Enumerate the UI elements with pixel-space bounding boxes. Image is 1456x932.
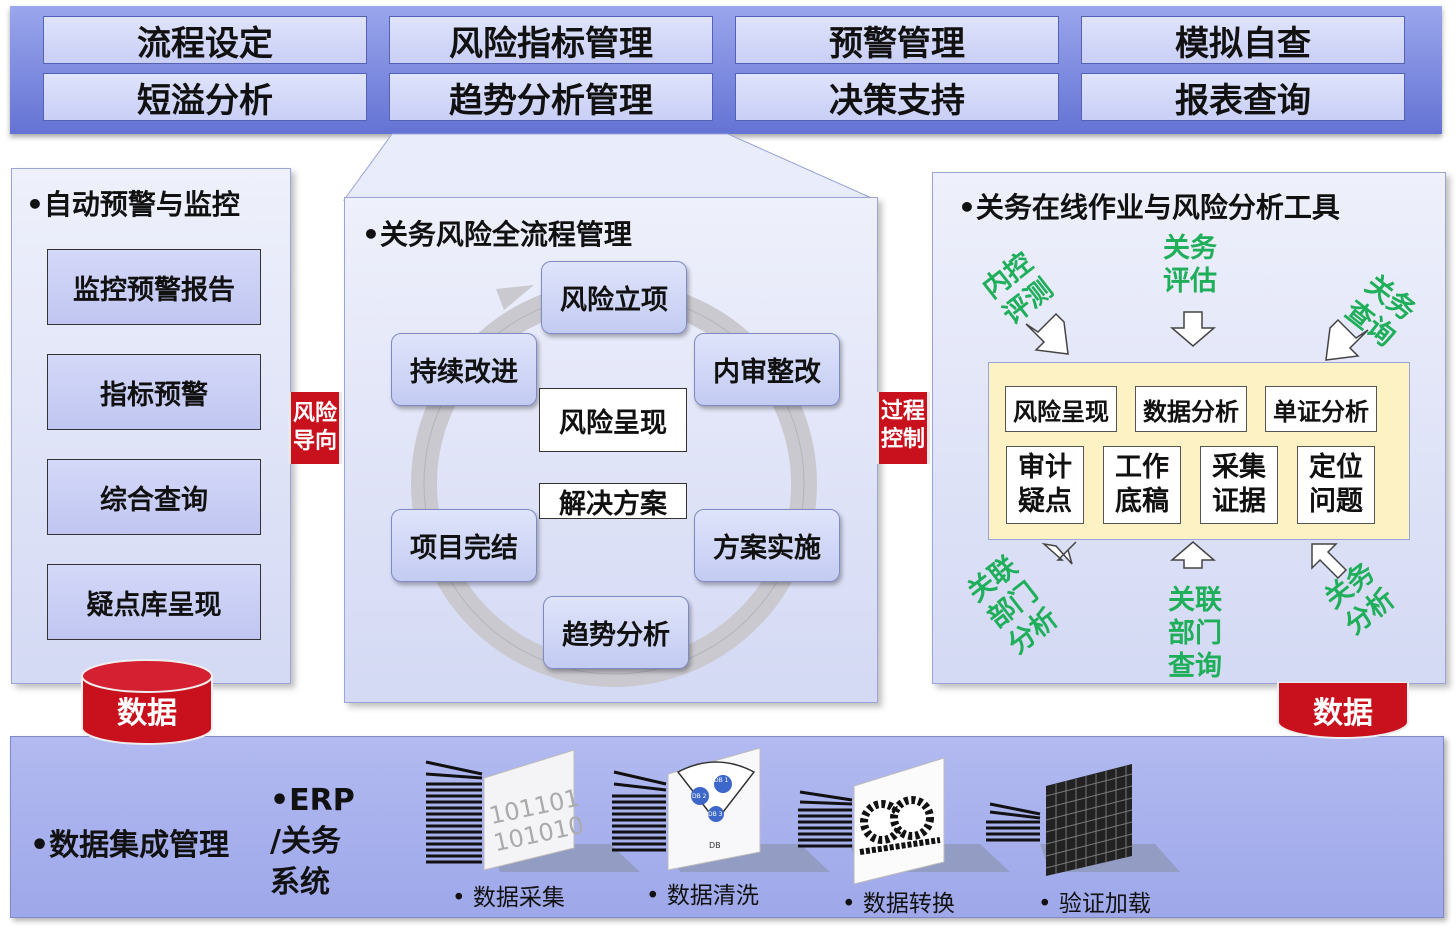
step-data-transformation: • 数据转换 (842, 891, 955, 917)
tool-locate-problem-l2: 问题 (1309, 486, 1363, 517)
arrow-customs-assessment (1169, 311, 1217, 347)
label-related-query-l1: 关联 (1168, 585, 1222, 616)
left-panel-title: •自动预警与监控 (26, 188, 240, 221)
connector-left-line1: 风险 (292, 401, 337, 426)
transform-lines (798, 790, 853, 848)
tool-document-analysis[interactable]: 单证分析 (1265, 386, 1377, 432)
cycle-continuous-improvement[interactable]: 持续改进 (391, 333, 537, 406)
tool-audit-doubt-l1: 审计 (1018, 452, 1072, 483)
arrow-internal-control (1025, 312, 1069, 355)
process-control-connector: 过程 控制 (876, 392, 930, 464)
arrow-customs-query (1325, 318, 1369, 361)
tool-collect-evidence[interactable]: 采集证据 (1200, 446, 1278, 524)
arrow-related-query (1169, 541, 1217, 569)
label-customs-assessment-l1: 关务 (1163, 233, 1217, 264)
menu-process-setting[interactable]: 流程设定 (43, 16, 367, 64)
step-verify-load-label: 验证加载 (1058, 891, 1151, 917)
tool-data-analysis[interactable]: 数据分析 (1135, 386, 1247, 432)
connector-right-line1: 过程 (880, 399, 925, 424)
menu-risk-indicator[interactable]: 风险指标管理 (389, 16, 713, 64)
risk-oriented-connector: 风险 导向 (288, 392, 342, 464)
step-verify-load: • 验证加载 (1038, 891, 1151, 917)
erp-line1: •ERP (270, 783, 355, 818)
monitor-report-box[interactable]: 监控预警报告 (47, 249, 261, 325)
cycle-trend-analysis[interactable]: 趋势分析 (543, 596, 689, 669)
data-integration-title: •数据集成管理 (30, 828, 230, 863)
etl-pipeline: 101101 101010 DB 1 DB 2 DB 3 DB (425, 747, 1180, 885)
step-data-transformation-label: 数据转换 (862, 891, 955, 917)
db3-label: DB 3 (708, 811, 723, 818)
gear-icon-2 (890, 796, 934, 840)
menu-early-warning[interactable]: 预警管理 (735, 16, 1059, 64)
tool-collect-evidence-l2: 证据 (1212, 486, 1266, 517)
erp-system-label: •ERP /关务 系统 (270, 780, 355, 903)
tool-audit-doubt[interactable]: 审计疑点 (1006, 446, 1084, 524)
step-data-collection-label: 数据采集 (472, 885, 565, 911)
tool-arrows (1025, 311, 1369, 580)
risk-presentation-box[interactable]: 风险呈现 (539, 388, 687, 452)
tool-risk-presentation[interactable]: 风险呈现 (1005, 386, 1117, 432)
center-panel-title: •关务风险全流程管理 (362, 218, 632, 251)
erp-line3: 系统 (270, 865, 330, 900)
menu-self-inspection[interactable]: 模拟自查 (1081, 16, 1405, 64)
tool-locate-problem-l1: 定位 (1309, 452, 1363, 483)
data-cylinder-right (1277, 682, 1409, 739)
menu-decision-support[interactable]: 决策支持 (735, 73, 1059, 121)
cycle-risk-initiation[interactable]: 风险立项 (541, 261, 687, 334)
step-data-cleaning: • 数据清洗 (646, 883, 759, 909)
tool-audit-doubt-l2: 疑点 (1018, 486, 1072, 517)
data-cylinder-left (81, 659, 213, 745)
step-data-cleaning-label: 数据清洗 (666, 883, 759, 909)
cycle-project-closure[interactable]: 项目完结 (391, 509, 537, 582)
menu-report-query[interactable]: 报表查询 (1081, 73, 1405, 121)
clean-lines (612, 770, 667, 852)
menu-shortage-overflow[interactable]: 短溢分析 (43, 73, 367, 121)
indicator-warning-box[interactable]: 指标预警 (47, 354, 261, 430)
db-label: DB (709, 841, 721, 850)
tool-work-paper-l1: 工作 (1115, 452, 1169, 483)
connector-left-line2: 导向 (292, 429, 337, 454)
data-cylinder-right-label: 数据 (1313, 696, 1373, 731)
label-customs-assessment-l2: 评估 (1163, 266, 1217, 297)
tool-work-paper[interactable]: 工作底稿 (1103, 446, 1181, 524)
label-related-query: 关联 部门 查询 (1155, 584, 1235, 683)
binary-page (483, 749, 575, 871)
erp-line2: /关务 (270, 824, 341, 859)
load-lines (986, 802, 1041, 842)
tool-locate-problem[interactable]: 定位问题 (1297, 446, 1375, 524)
tool-work-paper-l2: 底稿 (1115, 486, 1169, 517)
tool-collect-evidence-l1: 采集 (1212, 452, 1266, 483)
collect-lines (425, 760, 483, 864)
comprehensive-query-box[interactable]: 综合查询 (47, 459, 261, 535)
cycle-internal-audit[interactable]: 内审整改 (694, 333, 840, 406)
label-customs-assessment: 关务 评估 (1150, 232, 1230, 298)
arrow-related-analysis (1041, 541, 1077, 565)
db1-label: DB 1 (714, 777, 729, 784)
step-data-collection: • 数据采集 (452, 885, 565, 911)
solution-box[interactable]: 解决方案 (539, 483, 687, 520)
menu-trend-analysis[interactable]: 趋势分析管理 (389, 73, 713, 121)
label-related-query-l3: 查询 (1168, 651, 1222, 682)
doubt-library-box[interactable]: 疑点库呈现 (47, 564, 261, 640)
data-cylinder-left-label: 数据 (117, 696, 177, 731)
arrow-customs-analysis (1311, 543, 1348, 580)
right-panel-title: •关务在线作业与风险分析工具 (958, 191, 1340, 224)
db2-label: DB 2 (692, 793, 707, 800)
verify-grid (1045, 764, 1133, 876)
cycle-plan-implementation[interactable]: 方案实施 (694, 509, 840, 582)
connector-right-line2: 控制 (880, 427, 925, 452)
label-related-query-l2: 部门 (1168, 618, 1222, 649)
cycle-arrow-head (496, 285, 534, 310)
